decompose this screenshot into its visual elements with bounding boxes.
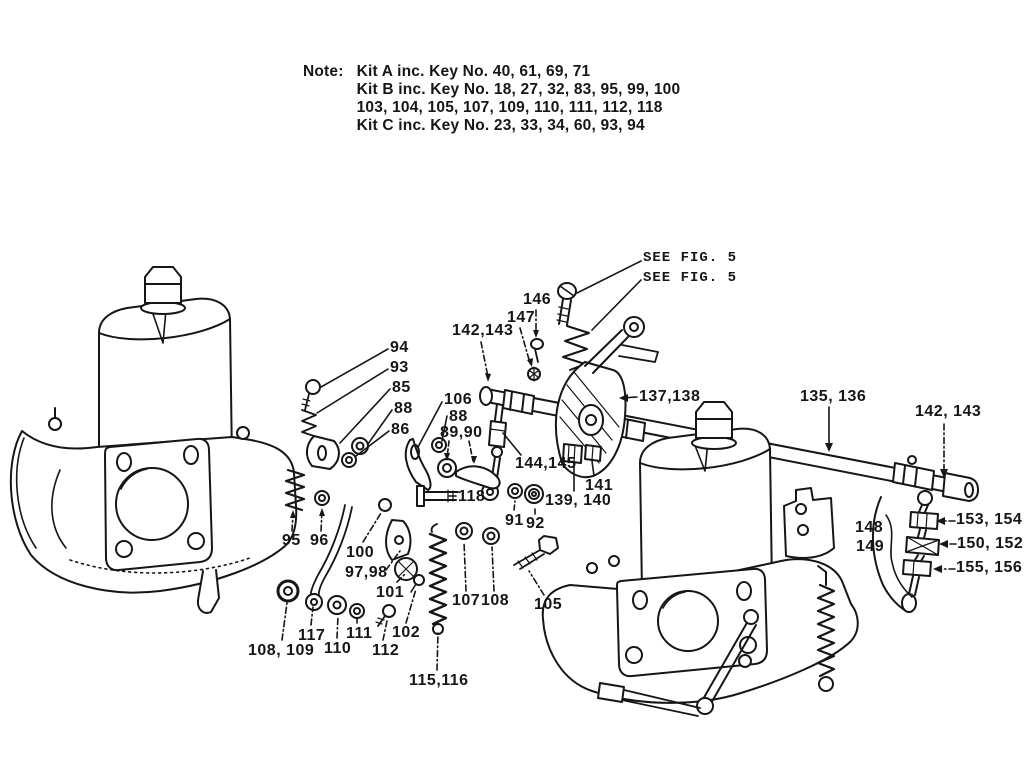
small-parts	[276, 379, 559, 635]
part-label-155-156: 155, 156	[956, 559, 1023, 576]
kit-note: Note: Kit A inc. Key No. 40, 61, 69, 71 …	[303, 63, 680, 135]
part-label-144-145: 144,145	[515, 455, 577, 472]
part-label-117: 117	[298, 627, 326, 644]
kit-note-line-4: Kit C inc. Key No. 23, 33, 34, 60, 93, 9…	[356, 117, 645, 134]
part-label-106: 106	[444, 391, 473, 408]
kit-note-lines: Kit A inc. Key No. 40, 61, 69, 71 Kit B …	[357, 63, 681, 135]
part-label-102: 102	[392, 624, 421, 641]
kit-note-line-3: 103, 104, 105, 107, 109, 110, 111, 112, …	[356, 99, 663, 116]
right-carburetor	[541, 401, 859, 717]
part-label-150-152: 150, 152	[957, 535, 1024, 552]
part-label-100: 100	[346, 544, 375, 561]
part-label-142-143-right: 142, 143	[915, 403, 982, 420]
part-label-94: 94	[390, 339, 409, 356]
part-label-137-138: 137,138	[639, 388, 701, 405]
part-label-see-fig-5-b: SEE FIG. 5	[643, 270, 738, 286]
part-label-110: 110	[324, 640, 352, 657]
part-label-88-b: 88	[449, 408, 468, 425]
part-label-96: 96	[310, 532, 329, 549]
part-label-111: 111	[346, 625, 373, 642]
leader-arrowheads	[290, 330, 948, 573]
part-label-108: 108	[481, 592, 510, 609]
part-label-153-154: 153, 154	[956, 511, 1023, 528]
part-label-97-98: 97,98	[345, 564, 388, 581]
part-label-147: 147	[507, 309, 536, 326]
part-label-141: 141	[585, 477, 614, 494]
part-label-146: 146	[523, 291, 552, 308]
part-label-101: 101	[376, 584, 405, 601]
idle-adjust-linkage	[872, 490, 940, 613]
part-label-149: 149	[856, 538, 885, 555]
part-label-see-fig-5-a: SEE FIG. 5	[643, 250, 738, 266]
part-label-105: 105	[534, 596, 563, 613]
kit-note-line-2: Kit B inc. Key No. 18, 27, 32, 83, 95, 9…	[356, 81, 681, 98]
part-label-108-109: 108, 109	[248, 642, 315, 659]
part-label-139-140: 139, 140	[545, 492, 612, 509]
kit-note-line-1: Kit A inc. Key No. 40, 61, 69, 71	[356, 63, 591, 80]
part-label-93: 93	[390, 359, 409, 376]
part-label-112: 112	[372, 642, 400, 659]
part-label-92: 92	[526, 515, 545, 532]
part-label-142-143-left: 142,143	[452, 322, 514, 339]
part-label-89-90: 89,90	[440, 424, 483, 441]
part-label-95: 95	[282, 532, 301, 549]
kit-note-prefix: Note:	[303, 63, 344, 80]
part-label-118: 118	[458, 488, 486, 505]
part-label-115-116: 115,116	[409, 672, 469, 689]
part-label-148: 148	[855, 519, 884, 536]
part-label-107: 107	[452, 592, 481, 609]
part-label-86: 86	[391, 421, 410, 438]
part-label-91: 91	[505, 512, 524, 529]
leader-lines	[281, 260, 957, 671]
center-linkage-assembly	[481, 282, 659, 501]
part-label-88-a: 88	[394, 400, 413, 417]
part-label-135-136: 135, 136	[800, 388, 867, 405]
left-carburetor	[9, 266, 298, 614]
part-label-85: 85	[392, 379, 411, 396]
